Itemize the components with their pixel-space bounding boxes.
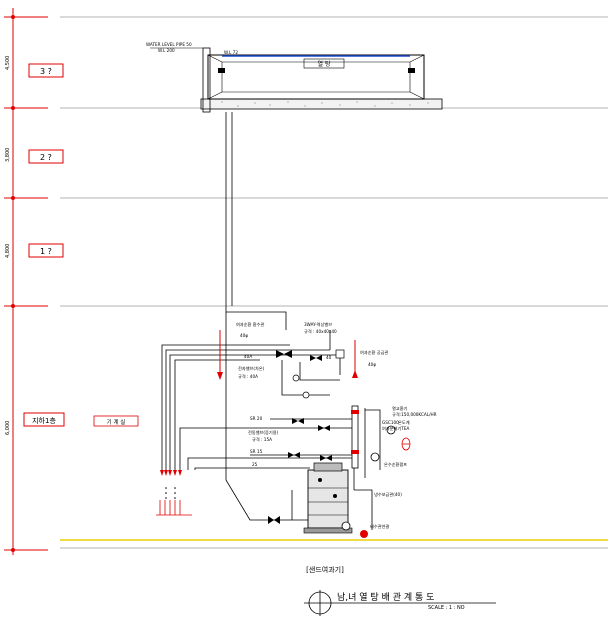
inlet-base (156, 500, 192, 516)
supply-arrow (352, 370, 358, 378)
floor-lines (60, 16, 608, 549)
level-ticks (4, 16, 48, 551)
riser-pipes (225, 112, 287, 521)
svg-text:SR 20: SR 20 (250, 416, 263, 421)
svg-text:40: 40 (326, 355, 332, 360)
svg-text:규격:150,000KCAL/HR: 규격:150,000KCAL/HR (392, 411, 437, 418)
tank-label: 열 탕 (318, 60, 331, 68)
dim-basement: 6,000 (5, 421, 11, 435)
svg-text:규격 : 40A: 규격 : 40A (238, 373, 258, 380)
svg-text:3 ?: 3 ? (40, 67, 52, 76)
svg-text:전동밸브(증기용): 전동밸브(증기용) (248, 429, 279, 436)
floor-label-1: 1 ? (28, 243, 64, 258)
svg-text:40φ: 40φ (240, 333, 248, 338)
svg-text:2 ?: 2 ? (40, 153, 52, 162)
svg-text:GSC100: GSC100 (382, 420, 399, 425)
valve-bodies (292, 349, 345, 399)
valves (268, 350, 332, 524)
sand-filter (303, 462, 353, 534)
svg-text:배수관연결: 배수관연결 (370, 523, 389, 530)
wl-mark-label: W.L 72 (224, 50, 238, 55)
svg-text:열교환기: 열교환기 (392, 405, 408, 412)
svg-text:전자밸브(차온): 전자밸브(차온) (238, 365, 265, 372)
svg-text:규격 : 15A: 규격 : 15A (252, 436, 272, 443)
dim-floor1: 4,800 (5, 244, 11, 258)
svg-text:25: 25 (252, 462, 258, 467)
svg-text:여과순환 환수관: 여과순환 환수관 (236, 321, 264, 328)
diagram-scale: SCALE : 1 : NO (428, 605, 465, 611)
floor-label-3: 3 ? (28, 63, 64, 78)
title-block: 남,녀 열 탕 배 관 계 통 도 SCALE : 1 : NO (304, 590, 496, 616)
svg-text:3WAY-역상밸브: 3WAY-역상밸브 (304, 321, 332, 328)
svg-text:SR 15: SR 15 (250, 449, 263, 454)
heat-exchanger (351, 405, 411, 469)
diagram-title: 남,녀 열 탕 배 관 계 통 도 (337, 591, 434, 603)
roof-tank: 열 탕 WATER LEVEL PIPE 50 W.L 200 W.L 72 (146, 42, 443, 113)
svg-text:40φ: 40φ (368, 362, 376, 367)
svg-text:지하1층: 지하1층 (32, 416, 56, 425)
svg-text:여과분해기TEA: 여과분해기TEA (382, 425, 409, 432)
water-level-pipe-label: WATER LEVEL PIPE 50 (146, 42, 192, 47)
svg-text:냉수보급관(40): 냉수보급관(40) (374, 491, 402, 498)
svg-text:규격 : 40x40x40: 규격 : 40x40x40 (304, 328, 337, 335)
floor-label-basement: 지하1층 (23, 412, 65, 427)
wl-sub-label: W.L 200 (158, 48, 175, 53)
level-dots (11, 15, 15, 552)
filter-caption: [샌드여과기] (306, 565, 344, 574)
svg-text:40A: 40A (244, 354, 252, 359)
annotations: 여과순환 환수관 40φ 3WAY-역상밸브 규격 : 40x40x40 여과순… (236, 321, 437, 530)
pumps (341, 521, 368, 538)
floor-label-2: 2 ? (28, 149, 64, 164)
svg-text:온수순환펌프: 온수순환펌프 (384, 461, 407, 468)
inlet-arrows (160, 470, 182, 476)
machine-room-label: 기 계 실 (93, 415, 139, 427)
svg-text:기 계 실: 기 계 실 (107, 418, 126, 426)
return-arrow (217, 372, 223, 380)
svg-text:1 ?: 1 ? (40, 247, 52, 256)
svg-text:여과순환 공급관: 여과순환 공급관 (360, 349, 388, 356)
svg-text:온도계: 온도계 (398, 419, 410, 426)
dim-floor2: 3,800 (5, 148, 11, 162)
dim-floor3: 4,500 (5, 56, 11, 70)
inlet-marks (165, 487, 176, 499)
